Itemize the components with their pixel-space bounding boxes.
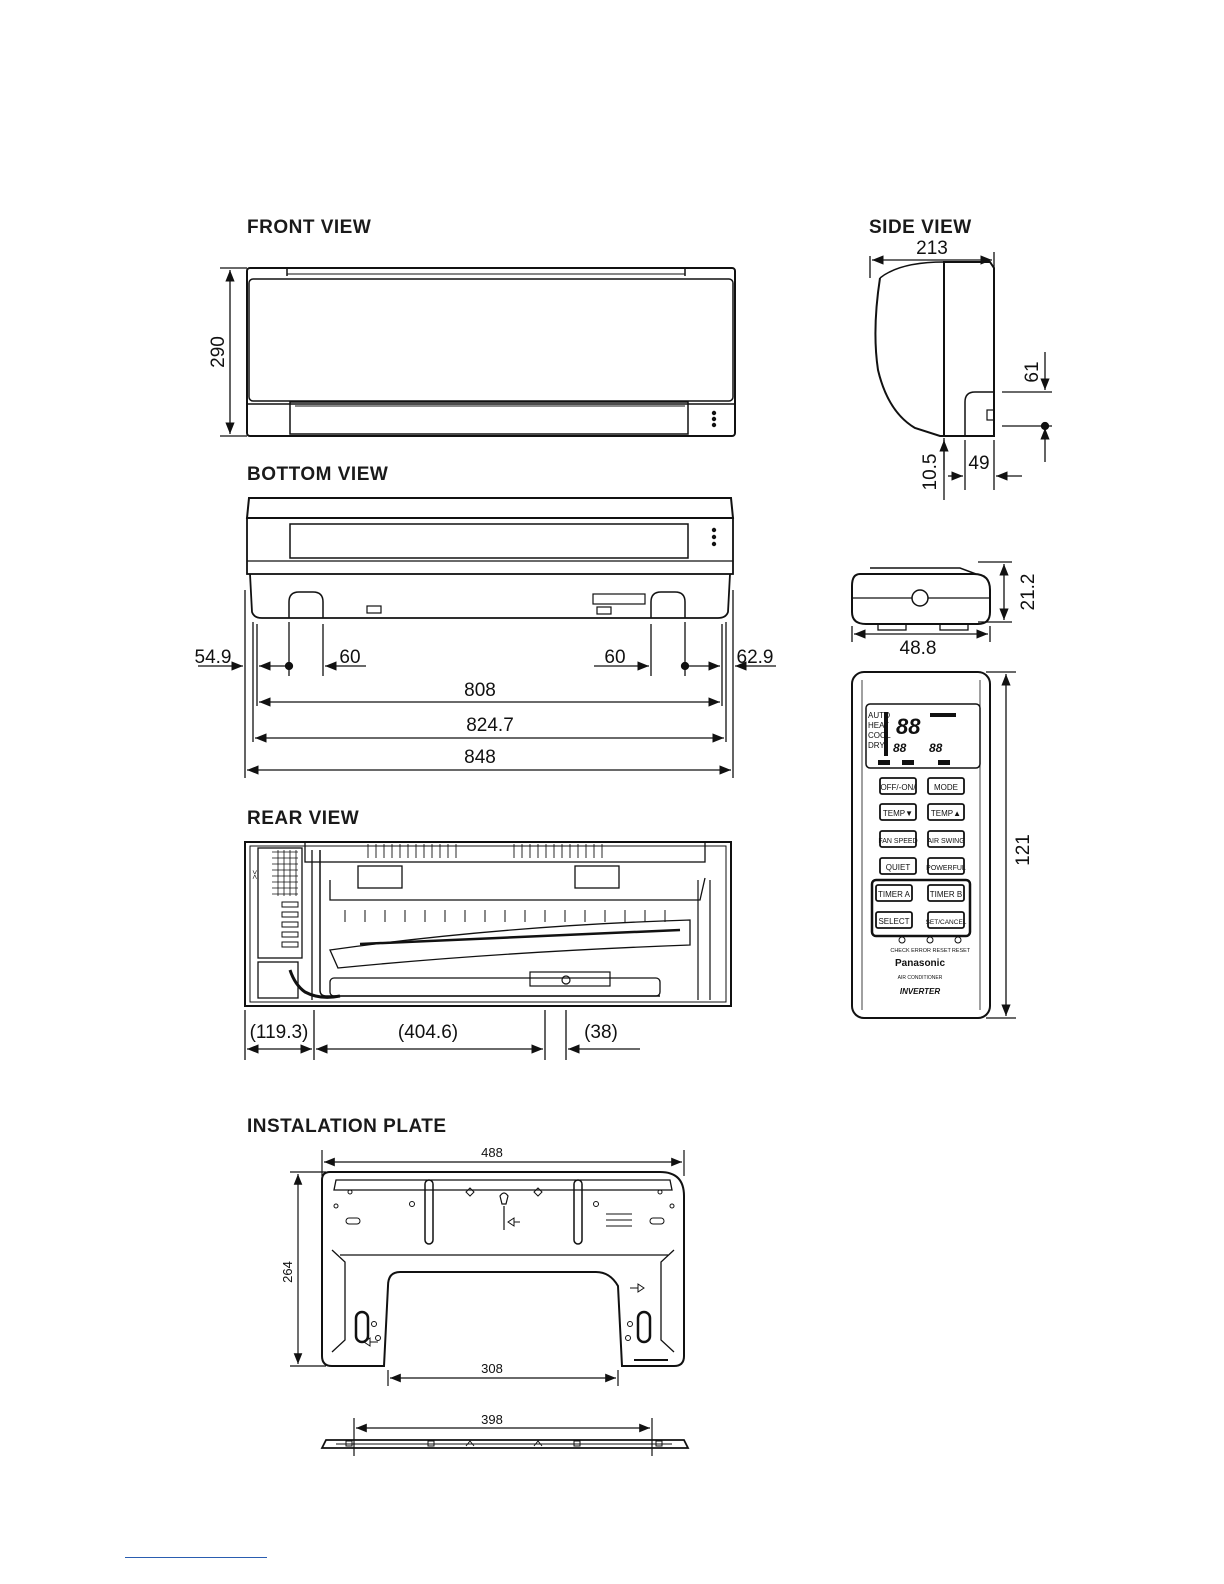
reset-button-label[interactable]: RESET [952,948,971,954]
remote-mode-heat: HEAT [868,721,889,730]
holder-dimensions [851,561,1012,642]
bottom-span-mid-label: 824.7 [466,715,514,736]
powerful-button[interactable]: POWERFUL [926,865,966,872]
front-height-dimension [220,267,247,437]
holder-height-label: 21.2 [1018,574,1039,611]
remote-display [878,712,956,765]
timer-a-button[interactable]: TIMER A [878,890,911,899]
side-pipe-height-label: 61 [1022,361,1043,382]
remote-mode-cool: COOL [868,731,891,740]
side-view-title: SIDE VIEW [869,217,972,238]
remote-dimension [986,671,1016,1019]
quiet-button[interactable]: QUIET [886,863,911,872]
temp-down-button[interactable]: TEMP▼ [883,809,913,818]
plate-title: INSTALATION PLATE [247,1116,447,1137]
remote-inverter-badge: INVERTER [900,987,941,996]
remote-subtitle: AIR CONDITIONER [898,975,943,981]
bottom-right-hole-label: 60 [604,647,625,668]
remote-control [851,671,991,1019]
select-button[interactable]: SELECT [878,917,909,926]
remote-mode-auto: AUTO [868,711,890,720]
side-dimensions [869,252,1052,500]
remote-buttons: OFF/-ON/ MODE TEMP▼ TEMP▲ FAN SPEED AIR … [878,783,967,926]
rear-dimensions [244,1010,640,1060]
error-reset-button-label[interactable]: ERROR RESET [911,948,951,954]
footer-rule [125,1557,267,1558]
plate-dimensions [290,1150,685,1386]
bottom-view-title: BOTTOM VIEW [247,464,389,485]
side-bottom-gap-label: 10.5 [920,454,941,491]
air-swing-button[interactable]: AIR SWING [927,838,964,845]
plate-width-label: 488 [481,1145,503,1160]
svg-text:><: >< [250,870,259,880]
bottom-span-outer-label: 848 [464,747,496,768]
side-depth-label: 213 [916,238,948,259]
bottom-span-inner-label: 808 [464,680,496,701]
mode-button[interactable]: MODE [934,783,958,792]
bottom-dimensions [198,590,776,778]
remote-display-digits: 88 [896,714,921,739]
bottom-right-offset-label: 62.9 [737,647,774,668]
front-view [246,267,736,437]
bottom-left-hole-label: 60 [339,647,360,668]
remote-holder [851,567,991,631]
rear-view: >< [244,841,732,1007]
rear-seg-mid-label: (404.6) [398,1022,458,1043]
holder-width-label: 48.8 [900,638,937,659]
temp-up-button[interactable]: TEMP▲ [931,809,961,818]
plate-side-width-label: 398 [481,1412,503,1427]
plate-height-label: 264 [280,1261,295,1283]
bottom-view [245,497,735,619]
installation-plate [321,1171,685,1367]
remote-timer-digits-on: 88 [893,741,907,755]
front-view-title: FRONT VIEW [247,217,372,238]
check-button-label[interactable]: CHECK [890,948,910,954]
remote-mode-dry: DRY [868,741,885,750]
plate-inner-width-label: 308 [481,1361,503,1376]
remote-height-label: 121 [1013,834,1034,866]
fan-speed-button[interactable]: FAN SPEED [878,838,917,845]
side-pipe-offset-label: 49 [968,453,989,474]
timer-b-button[interactable]: TIMER B [930,890,962,899]
bottom-left-offset-label: 54.9 [195,647,232,668]
rear-seg-left-label: (119.3) [250,1022,309,1043]
off-on-button[interactable]: OFF/-ON/ [880,783,916,792]
side-view [874,261,995,437]
rear-seg-right-label: (38) [584,1022,618,1043]
plate-side-dimension [353,1418,653,1456]
front-height-label: 290 [208,336,229,368]
set-cancel-button[interactable]: SET/CANCEL [926,919,967,926]
plate-side-profile [320,1439,690,1449]
remote-brand-logo: Panasonic [895,958,945,969]
rear-view-title: REAR VIEW [247,808,360,829]
remote-timer-digits-off: 88 [929,741,943,755]
